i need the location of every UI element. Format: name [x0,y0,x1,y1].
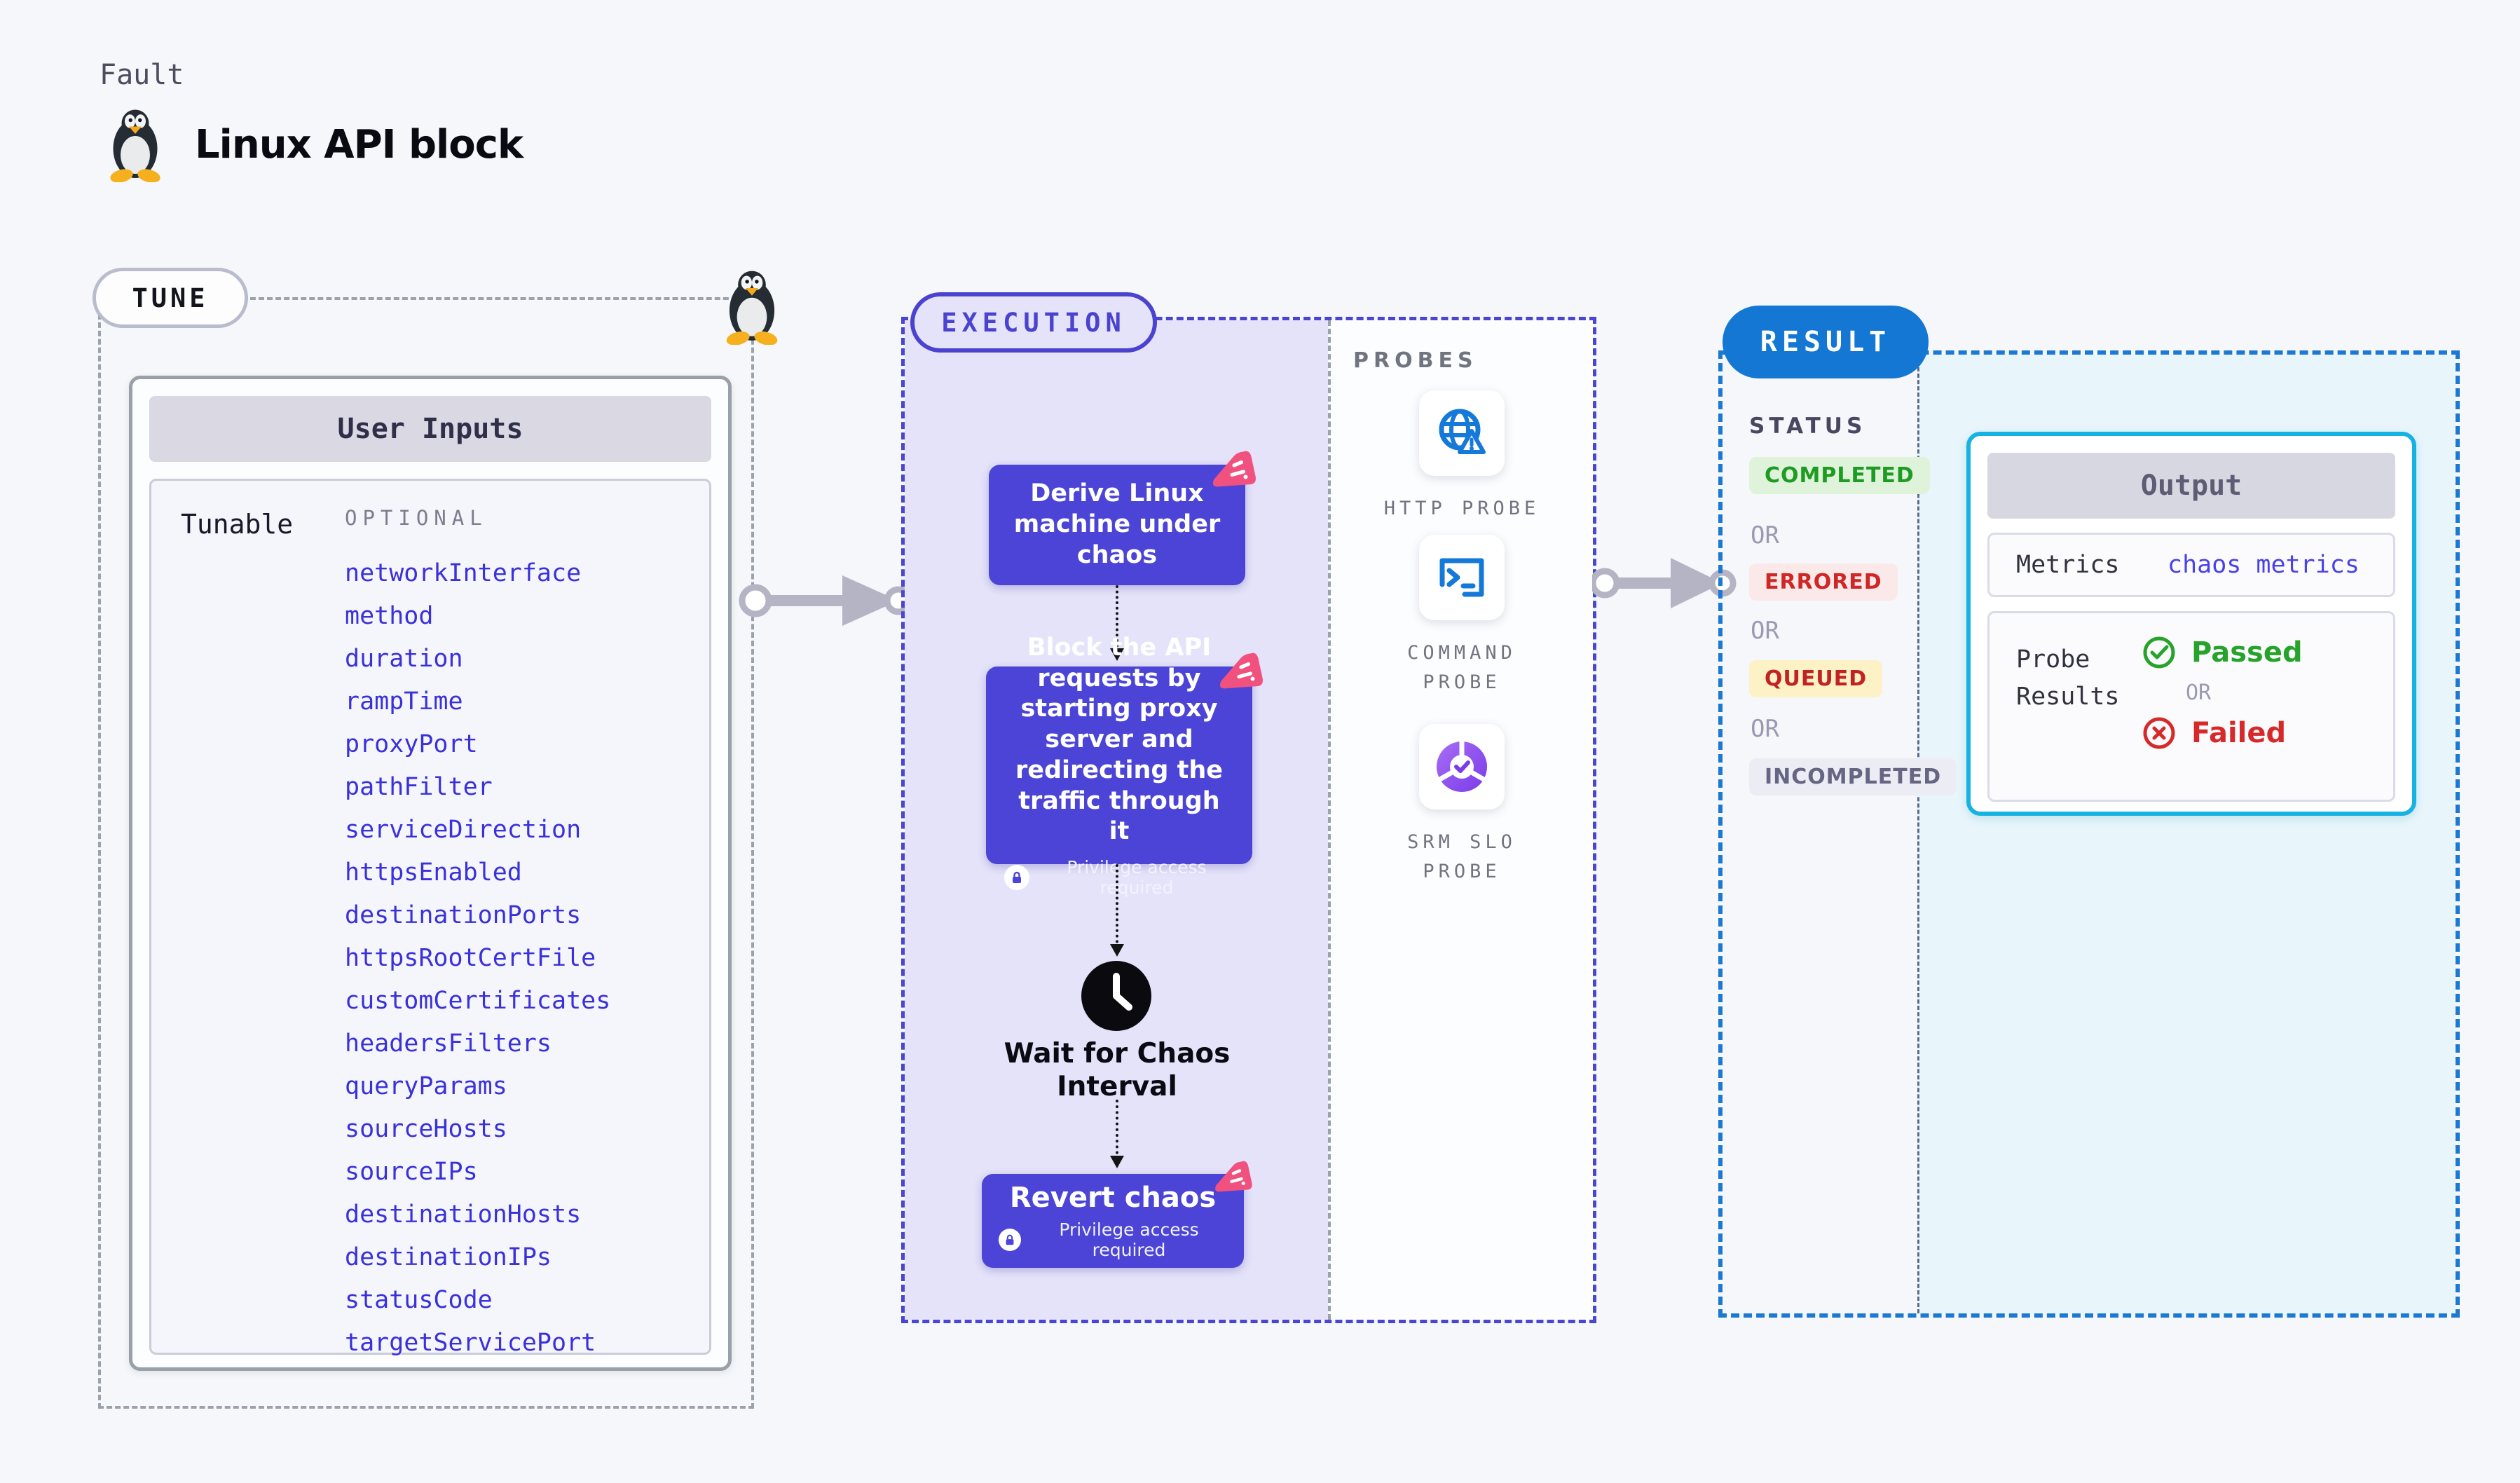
parameter-item: sourceHosts [345,1115,507,1143]
chaos-sticker-icon [1219,652,1263,689]
tune-pill: TUNE [93,268,248,328]
parameter-item: destinationPorts [345,901,582,929]
probe-results-row: Probe Results Passed OR [1987,611,2395,802]
result-pill: RESULT [1723,306,1929,378]
or-separator: OR [1751,521,1779,549]
globe-warning-icon [1439,409,1486,454]
flow-connector [1110,585,1124,661]
result-divider [1917,355,1919,1313]
tunable-row-label: Tunable [181,509,294,540]
page-header: Linux API block [104,107,523,182]
parameter-item: statusCode [345,1286,493,1314]
parameter-item: targetServicePort [345,1329,596,1357]
probe-http: HTTP PROBE [1331,390,1593,524]
parameter-item: serviceDirection [345,816,582,844]
arrow-execution-to-result [1592,558,1737,608]
step-block-api: Block the API requests by starting proxy… [986,634,1263,898]
tux-penguin-corner-icon [726,271,778,345]
or-separator: OR [2186,681,2212,705]
parameter-item: destinationIPs [345,1243,552,1271]
parameter-item: headersFilters [345,1030,552,1058]
probe-results-values: Passed OR Failed [2142,636,2303,750]
or-separator: OR [1751,715,1779,743]
user-inputs-header: User Inputs [149,396,711,462]
failed-label: Failed [2191,717,2287,749]
flow-connector [1110,1100,1124,1168]
optional-column-header: OPTIONAL [345,506,488,530]
parameter-list: networkInterface method duration rampTime pr… [345,552,610,1365]
chaos-sticker-icon [1215,1161,1252,1192]
http-probe-card [1419,390,1505,476]
parameter-item: duration [345,645,463,673]
srm-slo-probe-card [1419,724,1505,809]
execution-section: EXECUTION Derive Linux machine under cha… [901,292,1596,1323]
parameter-item: rampTime [345,688,463,716]
output-header: Output [1987,453,2395,519]
execution-pill: EXECUTION [910,292,1157,353]
status-badge-incompleted: INCOMPLETED [1749,758,1957,795]
privilege-badge-label: Privilege access required [1059,1219,1199,1260]
or-separator: OR [1751,617,1779,645]
parameter-item: queryParams [345,1072,507,1100]
parameter-item: sourceIPs [345,1158,478,1186]
parameter-item: proxyPort [345,730,478,758]
fault-label: Fault [100,59,184,91]
http-probe-label: HTTP PROBE [1383,498,1540,519]
privilege-badge-label: Privilege access required [1067,857,1207,898]
parameter-item: customCertificates [345,987,611,1015]
passed-label: Passed [2191,636,2303,669]
status-badge-completed: COMPLETED [1749,457,1930,494]
parameter-item: method [345,602,434,630]
probe-srm-slo: SRM SLO PROBE [1331,724,1593,887]
step-derive-label: Derive Linux machine under chaos [1013,479,1221,569]
srm-slo-probe-label: SRM SLO PROBE [1407,831,1516,882]
probes-label: PROBES [1353,348,1478,373]
privilege-badge: Privilege access required [1004,857,1234,898]
user-inputs-table: Tunable OPTIONAL networkInterface method d… [149,479,711,1357]
chaos-sticker-icon [1212,451,1256,487]
metrics-label: Metrics [2016,551,2120,579]
output-card: Output Metrics chaos metrics Probe Resul… [1966,432,2416,816]
result-section: RESULT STATUS COMPLETED OR ERRORED OR QU… [1718,306,2460,1318]
parameter-item: pathFilter [345,773,493,801]
step-block-label: Block the API requests by starting proxy… [1015,633,1224,846]
parameter-item: httpsRootCertFile [345,944,596,972]
status-badge-queued: QUEUED [1749,660,1883,697]
step-revert-label: Revert chaos [1009,1182,1217,1214]
parameter-item: networkInterface [345,559,582,587]
step-derive-machine: Derive Linux machine under chaos [989,451,1256,585]
tux-penguin-icon [110,109,160,182]
x-circle-icon [2143,717,2175,749]
lock-icon [1004,865,1029,891]
step-revert-chaos: Revert chaos Privilege access required [982,1161,1252,1268]
metrics-value: chaos metrics [2168,551,2360,579]
parameter-item: httpsEnabled [345,859,522,887]
page-title: Linux API block [195,121,523,168]
command-probe-card [1419,535,1505,620]
tune-section: TUNE User Inputs Tunable OPTIONAL networ… [93,268,778,1409]
clock-icon [1080,959,1153,1032]
status-badge-errored: ERRORED [1749,563,1898,601]
step-wait-label: Wait for Chaos Interval [1004,1038,1231,1102]
flow-connector [1110,864,1124,957]
parameter-item: destinationHosts [345,1201,582,1229]
passed-line: Passed [2142,636,2303,669]
status-label: STATUS [1749,414,1867,439]
probes-panel: PROBES HTTP PROBE [1328,320,1593,1320]
terminal-icon [1439,558,1484,597]
check-circle-icon [2143,636,2175,669]
slo-donut-check-icon [1436,737,1488,792]
metrics-row: Metrics chaos metrics [1987,533,2395,597]
command-probe-label: COMMAND PROBE [1407,642,1516,693]
user-inputs-card: User Inputs Tunable OPTIONAL networkInte… [129,376,732,1371]
probe-results-label: Probe Results [2016,645,2120,711]
arrow-tune-to-execution [739,575,912,626]
lock-icon [999,1229,1021,1251]
probe-command: COMMAND PROBE [1331,535,1593,697]
failed-line: Failed [2142,716,2303,750]
privilege-badge: Privilege access required [999,1219,1227,1260]
